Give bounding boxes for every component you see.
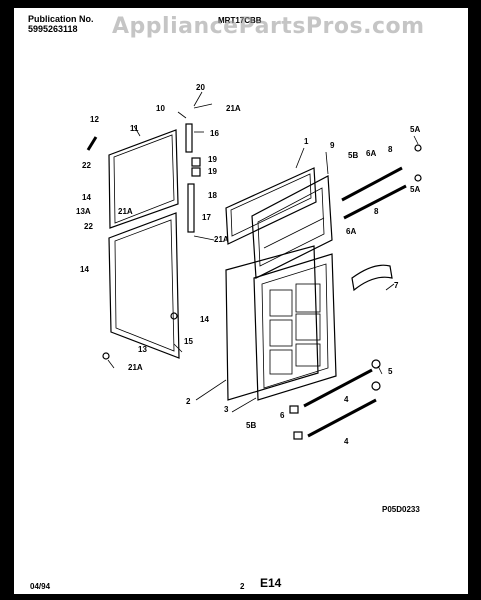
screw-13: [102, 352, 110, 360]
part-12-strip: [86, 136, 98, 151]
publication-number: 5995263118: [28, 24, 78, 34]
callout-21a-mid: 21A: [118, 207, 133, 216]
callout-6a-bottom: 6A: [346, 227, 356, 236]
callout-13a: 13A: [76, 207, 91, 216]
callout-6a-top: 6A: [366, 149, 376, 158]
callout-labels: 20 10 21A 12 11 16 19 19 18 1 9 5B 6A 8 …: [76, 83, 420, 446]
rod-4-lower: [307, 398, 377, 438]
page-number: 2: [240, 582, 245, 591]
callout-2: 2: [186, 397, 191, 406]
callout-4-bottom: 4: [344, 437, 349, 446]
callout-14-right: 14: [200, 315, 209, 324]
callout-3: 3: [224, 405, 229, 414]
lower-door-gasket: [108, 212, 180, 359]
leader-lines: [107, 91, 419, 413]
fresh-food-door: [253, 253, 337, 401]
callout-22-mid: 22: [84, 222, 93, 231]
callout-8-bottom: 8: [374, 207, 379, 216]
model-number: MRT17CBB: [218, 16, 262, 25]
callout-5: 5: [388, 367, 393, 376]
screw-14: [170, 312, 178, 320]
publication-date: 04/94: [30, 582, 51, 591]
callout-15: 15: [184, 337, 193, 346]
callout-13: 13: [138, 345, 147, 354]
fastener-5-upper: [371, 359, 381, 369]
watermark: AppliancePartsPros.com: [112, 14, 425, 39]
callout-21a-hinge: 21A: [214, 235, 229, 244]
freezer-door-gasket: [225, 167, 317, 245]
callout-21a-bottom: 21A: [128, 363, 143, 372]
fresh-food-gasket: [225, 245, 319, 401]
callout-6: 6: [280, 411, 285, 420]
callout-14-top: 14: [82, 193, 91, 202]
fastener-5a-upper: [414, 144, 422, 152]
cap-6-upper: [289, 405, 299, 414]
callout-5a-bottom: 5A: [410, 185, 420, 194]
callout-5b-bottom: 5B: [246, 421, 256, 430]
callout-4-top: 4: [344, 395, 349, 404]
parts-diagram-page: Publication No. 5995263118 MRT17CBB Appl…: [14, 8, 468, 594]
callout-17: 17: [202, 213, 211, 222]
callout-14-left: 14: [80, 265, 89, 274]
callout-18: 18: [208, 191, 217, 200]
figure-code: P05D0233: [382, 505, 420, 514]
hinge-assembly: [185, 103, 215, 241]
upper-door-gasket: [108, 129, 179, 229]
freezer-door: [251, 175, 333, 279]
callout-12: 12: [90, 115, 99, 124]
callout-21a: 21A: [226, 104, 241, 113]
callout-10: 10: [156, 104, 165, 113]
callout-16: 16: [210, 129, 219, 138]
callout-19a: 19: [208, 155, 217, 164]
exploded-door-diagram: 20 10 21A 12 11 16 19 19 18 1 9 5B 6A 8 …: [76, 83, 422, 446]
rod-8-lower: [343, 184, 407, 220]
callout-5b-top: 5B: [348, 151, 358, 160]
callout-11: 11: [130, 124, 139, 133]
publication-label: Publication No.: [28, 14, 94, 24]
cap-6-lower: [293, 431, 303, 440]
callout-8-top: 8: [388, 145, 393, 154]
callout-7: 7: [394, 281, 399, 290]
callout-20: 20: [196, 83, 205, 92]
callout-1: 1: [304, 137, 309, 146]
rod-4-upper: [303, 368, 373, 408]
section-code: E14: [260, 576, 282, 590]
callout-19b: 19: [208, 167, 217, 176]
fastener-5a-lower: [414, 174, 422, 182]
callout-5a-top: 5A: [410, 125, 420, 134]
callout-22-top: 22: [82, 161, 91, 170]
fastener-5-lower: [371, 381, 381, 391]
rod-8-upper: [341, 166, 403, 202]
door-handle: [351, 264, 393, 292]
callout-9: 9: [330, 141, 335, 150]
